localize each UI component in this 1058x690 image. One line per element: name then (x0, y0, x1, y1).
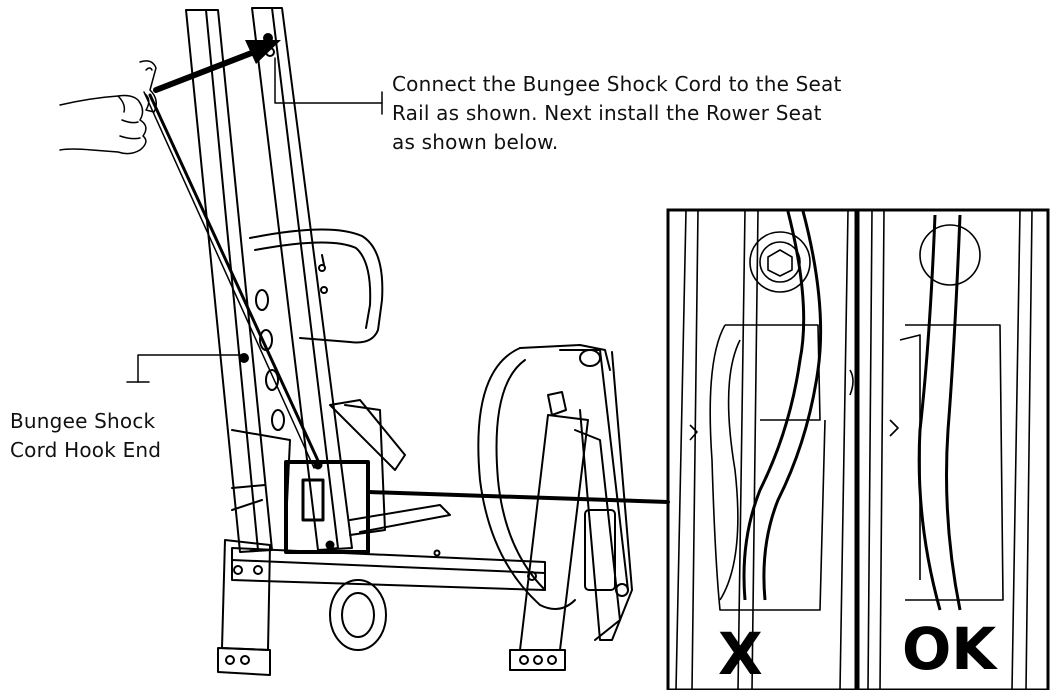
leader-lines (126, 57, 383, 383)
seat-rail (185, 7, 386, 553)
frame-beam (231, 547, 546, 591)
detail-panel-correct (856, 208, 1050, 690)
hook-end-label: Bungee Shock Cord Hook End (10, 409, 162, 462)
front-leg (217, 429, 291, 676)
hand-with-hook (59, 60, 157, 155)
detail-highlight (284, 460, 670, 554)
correct-label: OK (902, 615, 997, 683)
rear-leg (509, 414, 621, 671)
pulley-wheel (231, 399, 451, 651)
seat-back (249, 228, 384, 344)
incorrect-label: X (718, 620, 763, 688)
seat-rail-instruction: Connect the Bungee Shock Cord to the Sea… (392, 72, 842, 154)
arrowhead-icon (245, 40, 281, 64)
flywheel-housing (477, 344, 633, 641)
install-arrow (153, 49, 257, 93)
detail-panel-incorrect (666, 208, 858, 690)
bungee-shock-cord (143, 91, 322, 469)
